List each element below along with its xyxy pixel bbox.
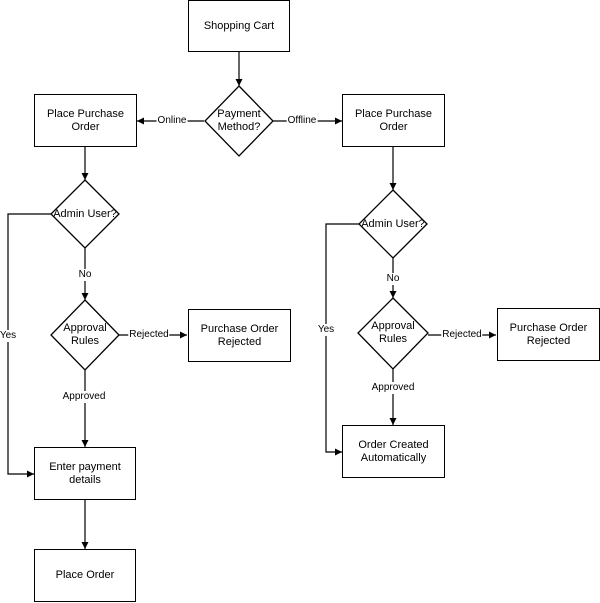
edge-label-yes-left: Yes [0, 330, 18, 342]
edge-admin-yes-right [325, 223, 359, 456]
approval-rules-right-label: Approval Rules [371, 320, 415, 345]
shopping-cart-node: Shopping Cart [188, 0, 290, 52]
place-purchase-order-offline-node: Place Purchase Order [342, 94, 445, 147]
payment-method-diamond [204, 85, 274, 157]
approval-rules-left-label: Approval Rules [63, 322, 107, 347]
admin-user-right-label: Admin User? [361, 217, 425, 230]
place-purchase-order-online-node: Place Purchase Order [34, 94, 137, 147]
edge-admin-yes-left [7, 213, 51, 478]
edge-label-no-right: No [385, 273, 401, 285]
enter-payment-details-node: Enter payment details [34, 447, 136, 500]
approval-rules-right-diamond [357, 297, 429, 370]
edge-label-approved-right: Approved [370, 382, 416, 394]
admin-user-left-label: Admin User? [53, 207, 117, 220]
place-order-node: Place Order [34, 549, 136, 602]
edge-label-approved-left: Approved [61, 391, 107, 403]
payment-method-label: Payment Method? [217, 108, 261, 133]
edge-label-rejected-right: Rejected [441, 329, 483, 341]
admin-user-right-diamond [358, 189, 428, 259]
edge-label-online: Online [156, 115, 188, 127]
edge-label-offline: Offline [286, 115, 318, 127]
admin-user-left-diamond [50, 179, 120, 249]
edge-label-yes-right: Yes [316, 324, 336, 336]
order-created-automatically-node: Order Created Automatically [342, 425, 445, 478]
edge-label-rejected-left: Rejected [128, 329, 170, 341]
purchase-order-rejected-right-node: Purchase Order Rejected [497, 308, 600, 361]
approval-rules-left-diamond [50, 299, 120, 371]
purchase-order-rejected-left-node: Purchase Order Rejected [188, 309, 291, 362]
edge-label-no-left: No [77, 269, 93, 281]
